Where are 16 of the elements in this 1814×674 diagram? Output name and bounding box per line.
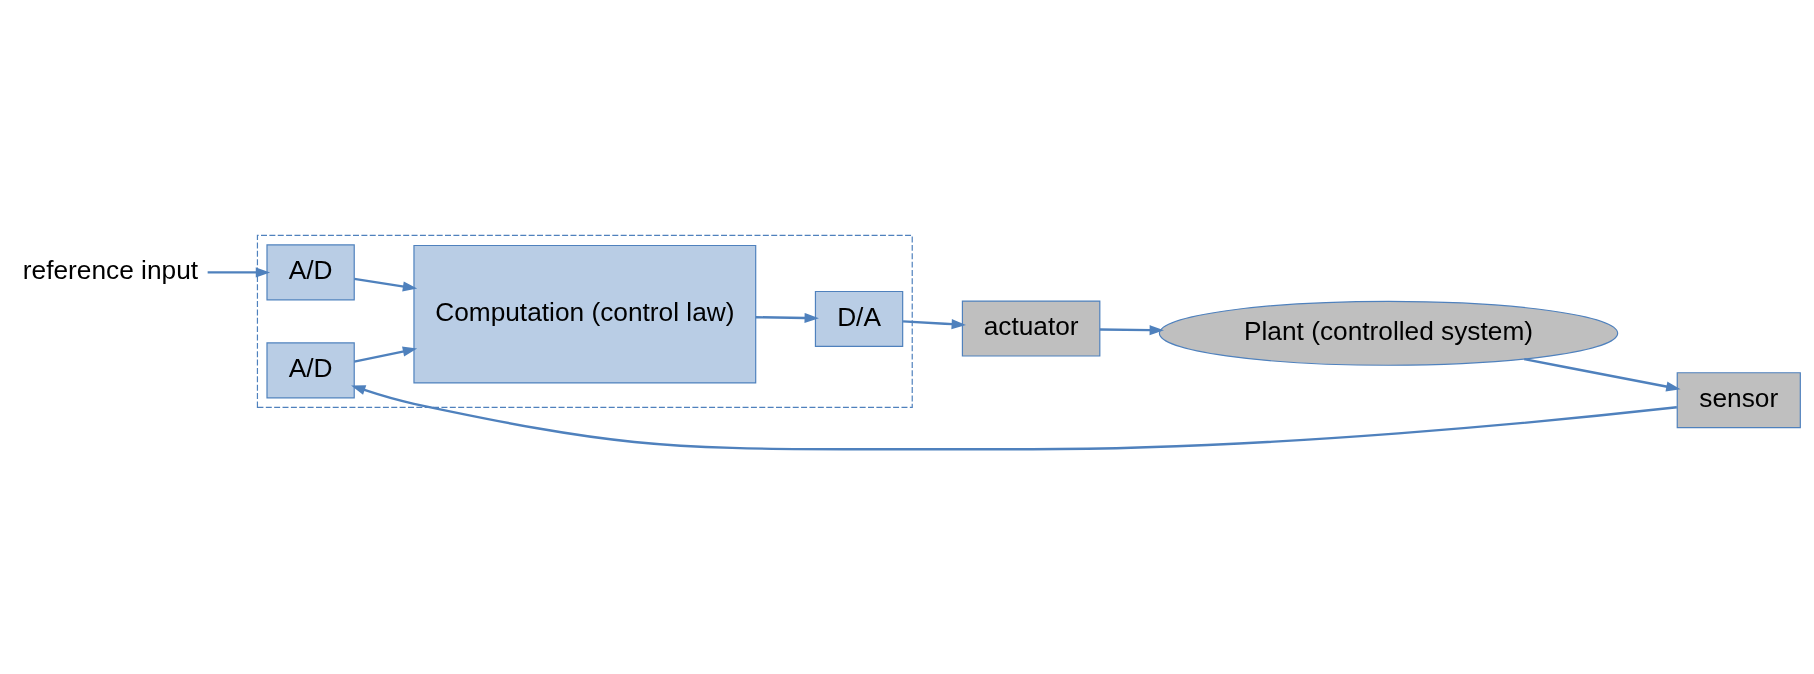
node-box: actuator [961, 299, 1101, 357]
arrow [207, 266, 271, 277]
node-box: D/A [814, 290, 904, 347]
node-text: reference input [22, 254, 199, 285]
node-ellipse: Plant (controlled system) [1158, 300, 1619, 366]
arrow [903, 318, 966, 329]
arrow [1099, 324, 1164, 335]
node-box: sensor [1676, 371, 1801, 428]
node-box: Computation (control law) [413, 244, 757, 383]
arrow [1524, 357, 1681, 391]
arrow [755, 312, 819, 323]
node-box: A/D [266, 341, 355, 398]
arrow [354, 346, 418, 363]
arrow [351, 384, 1677, 450]
node-box: A/D [266, 243, 355, 300]
arrow [354, 277, 418, 291]
